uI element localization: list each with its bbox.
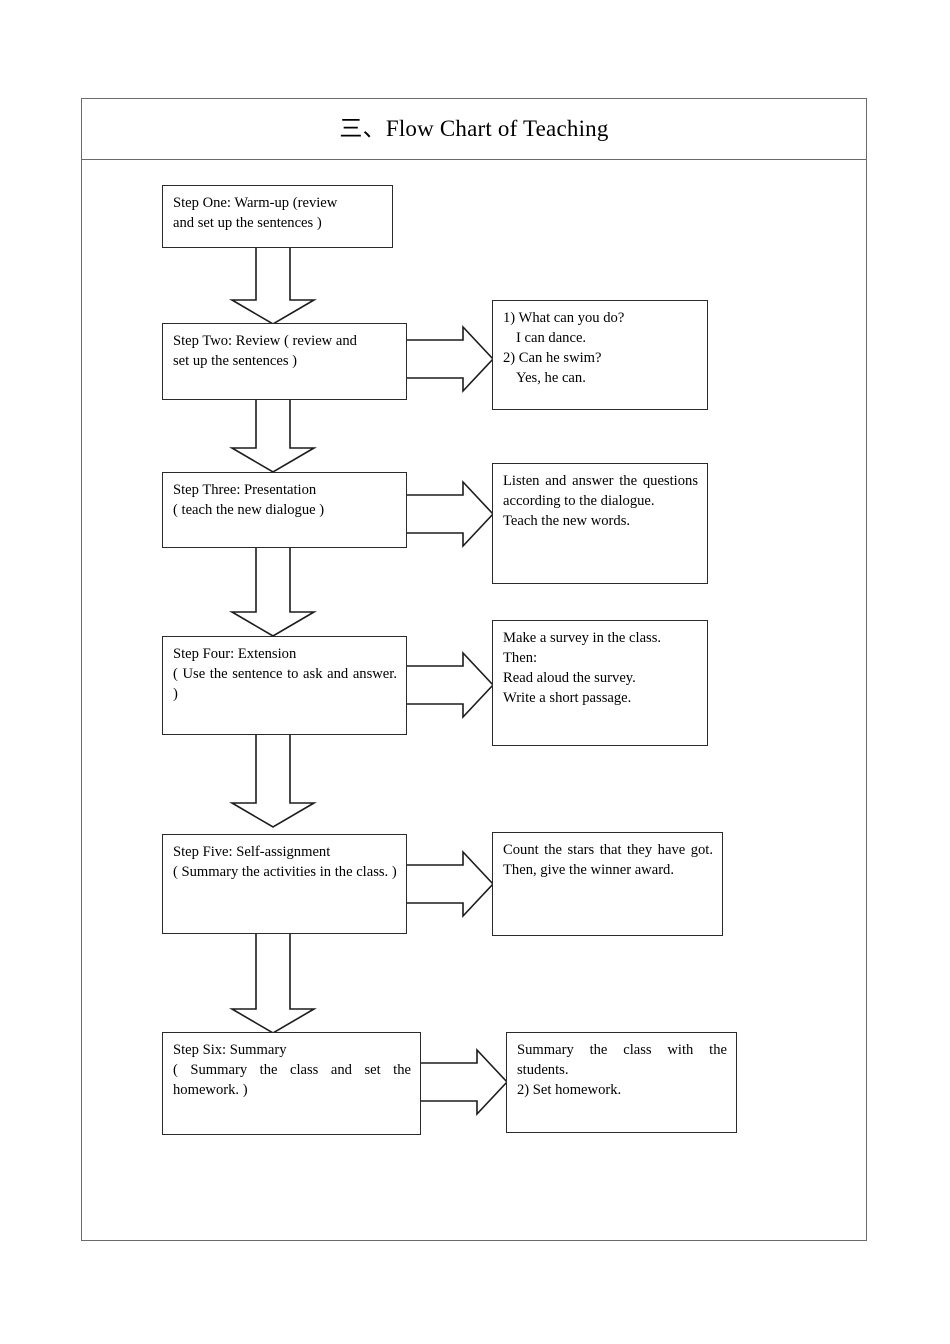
- detail-box-step-five: Count the stars that they have got. Then…: [492, 832, 723, 936]
- detail-five-line1: Count the stars that they have got. Then…: [503, 842, 713, 879]
- step-two-line1: Step Two: Review ( review and: [173, 333, 357, 349]
- detail-four-line3: Read aloud the survey.: [503, 670, 636, 687]
- detail-two-line4: Yes, he can.: [516, 370, 586, 387]
- connector-step-five-to-detail: [407, 849, 495, 919]
- detail-four-line2: Then:: [503, 650, 538, 667]
- detail-box-step-two: 1) What can you do? I can dance. 2) Can …: [492, 300, 708, 410]
- detail-two-line2: I can dance.: [516, 330, 587, 347]
- flow-node-step-three: Step Three: Presentation ( teach the new…: [162, 472, 407, 548]
- step-three-line1: Step Three: Presentation: [173, 482, 317, 498]
- flow-node-step-one: Step One: Warm-up (review and set up the…: [162, 185, 393, 248]
- step-six-line2: ( Summary the class and set the homework…: [173, 1062, 411, 1099]
- step-three-line2: ( teach the new dialogue ): [173, 502, 325, 519]
- flow-node-step-two: Step Two: Review ( review and set up the…: [162, 323, 407, 400]
- detail-box-step-three: Listen and answer the questions accordin…: [492, 463, 708, 584]
- step-two-line2: set up the sentences ): [173, 353, 298, 370]
- connector-step-two-to-step-three: [228, 400, 318, 473]
- step-five-line1: Step Five: Self-assignment: [173, 844, 331, 860]
- detail-box-step-four: Make a survey in the class. Then: Read a…: [492, 620, 708, 746]
- connector-step-three-to-detail: [407, 479, 495, 549]
- step-one-line1: Step One: Warm-up (review: [173, 195, 338, 211]
- step-five-line2: ( Summary the activities in the class. ): [173, 864, 397, 881]
- flow-node-step-four: Step Four: Extension ( Use the sentence …: [162, 636, 407, 735]
- connector-step-four-to-step-five: [228, 735, 318, 828]
- detail-three-line2: Teach the new words.: [503, 513, 631, 530]
- connector-step-five-to-step-six: [228, 934, 318, 1034]
- document-frame: [81, 98, 867, 1241]
- detail-four-line1: Make a survey in the class.: [503, 630, 662, 646]
- connector-step-one-to-step-two: [228, 248, 318, 325]
- detail-four-line4: Write a short passage.: [503, 690, 632, 707]
- detail-six-line2: 2) Set homework.: [517, 1082, 622, 1099]
- detail-box-step-six: Summary the class with the students. 2) …: [506, 1032, 737, 1133]
- detail-two-line1: 1) What can you do?: [503, 310, 625, 326]
- step-four-line2: ( Use the sentence to ask and answer. ): [173, 666, 397, 703]
- document-header: 三、Flow Chart of Teaching: [81, 98, 867, 160]
- connector-step-four-to-detail: [407, 650, 495, 720]
- step-four-line1: Step Four: Extension: [173, 646, 297, 662]
- connector-step-two-to-detail: [407, 324, 495, 394]
- connector-step-three-to-step-four: [228, 548, 318, 637]
- flow-node-step-five: Step Five: Self-assignment ( Summary the…: [162, 834, 407, 934]
- step-six-line1: Step Six: Summary: [173, 1042, 287, 1058]
- detail-six-line1: Summary the class with the students.: [517, 1042, 727, 1079]
- detail-two-line3: 2) Can he swim?: [503, 350, 602, 367]
- flow-node-step-six: Step Six: Summary ( Summary the class an…: [162, 1032, 421, 1135]
- connector-step-six-to-detail: [421, 1047, 509, 1117]
- step-one-line2: and set up the sentences ): [173, 215, 322, 232]
- page-title: 三、Flow Chart of Teaching: [339, 115, 609, 141]
- detail-three-line1: Listen and answer the questions accordin…: [503, 473, 698, 510]
